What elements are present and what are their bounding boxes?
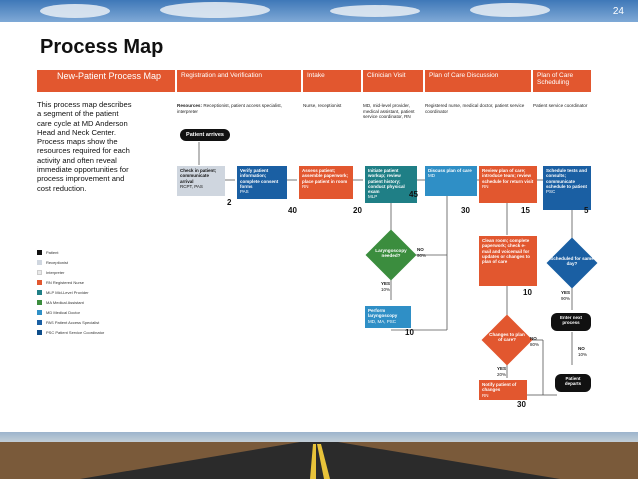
resources-intake: Nurse, receptionist: [303, 103, 342, 108]
step-review-plan: Review plan of care; introduce team; rev…: [479, 166, 537, 203]
cloud-decoration: [40, 4, 110, 18]
time-laryngoscopy: 10: [405, 328, 414, 337]
top-banner: 24: [0, 0, 638, 22]
time-notify: 30: [517, 400, 526, 409]
branch-yes-changes-pct: 20%: [497, 372, 507, 377]
legend-item: Receptionist: [37, 260, 68, 266]
branch-yes-same-day-pct: 90%: [561, 296, 571, 301]
legend-item: MA Medical Assistant: [37, 300, 84, 306]
cloud-decoration: [330, 5, 420, 17]
horizon-sky: [0, 432, 638, 444]
step-assess-patient: Assess patient; assemble paperwork; plac…: [299, 166, 353, 199]
legend-item: RN Registered Nurse: [37, 280, 84, 286]
page-number: 24: [612, 6, 624, 17]
road-footer-image: [0, 432, 638, 479]
legend-item: MD Medical Doctor: [37, 310, 80, 316]
flow-arrows: [198, 142, 573, 396]
decision-same-day-label: Scheduled for same day?: [550, 256, 594, 267]
decision-laryngoscopy-label: Laryngoscopy needed?: [375, 248, 407, 259]
step-patient-departs: Patient departs: [555, 374, 591, 392]
step-verify-information: Verify patient information; complete con…: [237, 166, 287, 199]
stage-header-intake: Intake: [303, 70, 361, 92]
stage-header-scheduling: Plan of Care Scheduling: [533, 70, 591, 92]
time-verify: 40: [288, 206, 297, 215]
branch-no-changes-pct: 80%: [530, 342, 540, 347]
branch-no-same-day-pct: 10%: [578, 352, 588, 357]
time-clean-room: 10: [523, 288, 532, 297]
branch-no-laryngoscopy: NO: [417, 247, 424, 252]
step-enter-next-process: Enter next process: [551, 313, 591, 331]
branch-no-changes: NO: [530, 336, 537, 341]
legend-item: Patient: [37, 250, 58, 256]
time-schedule: 5: [584, 206, 589, 215]
legend-item: PAS Patient Access Specialist: [37, 320, 99, 326]
branch-no-same-day: NO: [578, 346, 585, 351]
legend-item: Interpreter: [37, 270, 64, 276]
time-review: 15: [521, 206, 530, 215]
branch-yes-same-day: YES: [561, 290, 571, 295]
legend-item: PSC Patient Service Coordinator: [37, 330, 104, 336]
branch-yes-laryngoscopy: YES: [381, 281, 391, 286]
cloud-decoration: [470, 3, 550, 17]
branch-no-laryngoscopy-pct: 90%: [417, 253, 427, 258]
stage-header-discussion: Plan of Care Discussion: [425, 70, 531, 92]
road-graphic: [80, 442, 560, 479]
time-discuss: 30: [461, 206, 470, 215]
map-header-title: New-Patient Process Map: [37, 70, 175, 92]
resources-clinician: MD, mid-level provider, medical assistan…: [363, 103, 415, 120]
time-check-in: 2: [227, 198, 232, 207]
branch-yes-laryngoscopy-pct: 10%: [381, 287, 391, 292]
map-description: This process map describes a segment of …: [37, 100, 132, 193]
legend-item: MLP Mid-Level Provider: [37, 290, 89, 296]
process-map: New-Patient Process Map Registration and…: [37, 70, 598, 415]
step-clean-room: Clean room; complete paperwork; check e-…: [479, 236, 537, 286]
stage-header-clinician: Clinician Visit: [363, 70, 423, 92]
time-assess: 20: [353, 206, 362, 215]
resources-registration: Resources: Receptionist, patient access …: [177, 103, 282, 114]
step-patient-arrives: Patient arrives: [180, 129, 230, 141]
resources-discussion: Registered nurse, medical doctor, patien…: [425, 103, 525, 114]
cloud-decoration: [160, 2, 270, 18]
step-schedule-tests: Schedule tests and consults; communicate…: [543, 166, 591, 210]
step-initiate-workup: Initiate patient workup; review patient …: [365, 166, 417, 203]
slide-title: Process Map: [40, 36, 164, 58]
stage-header-registration: Registration and Verification: [177, 70, 301, 92]
decision-changes-label: Changes to plan of care?: [489, 332, 525, 343]
time-initiate: 45: [409, 190, 418, 199]
resources-scheduling: Patient service coordinator: [533, 103, 588, 108]
branch-yes-changes: YES: [497, 366, 507, 371]
